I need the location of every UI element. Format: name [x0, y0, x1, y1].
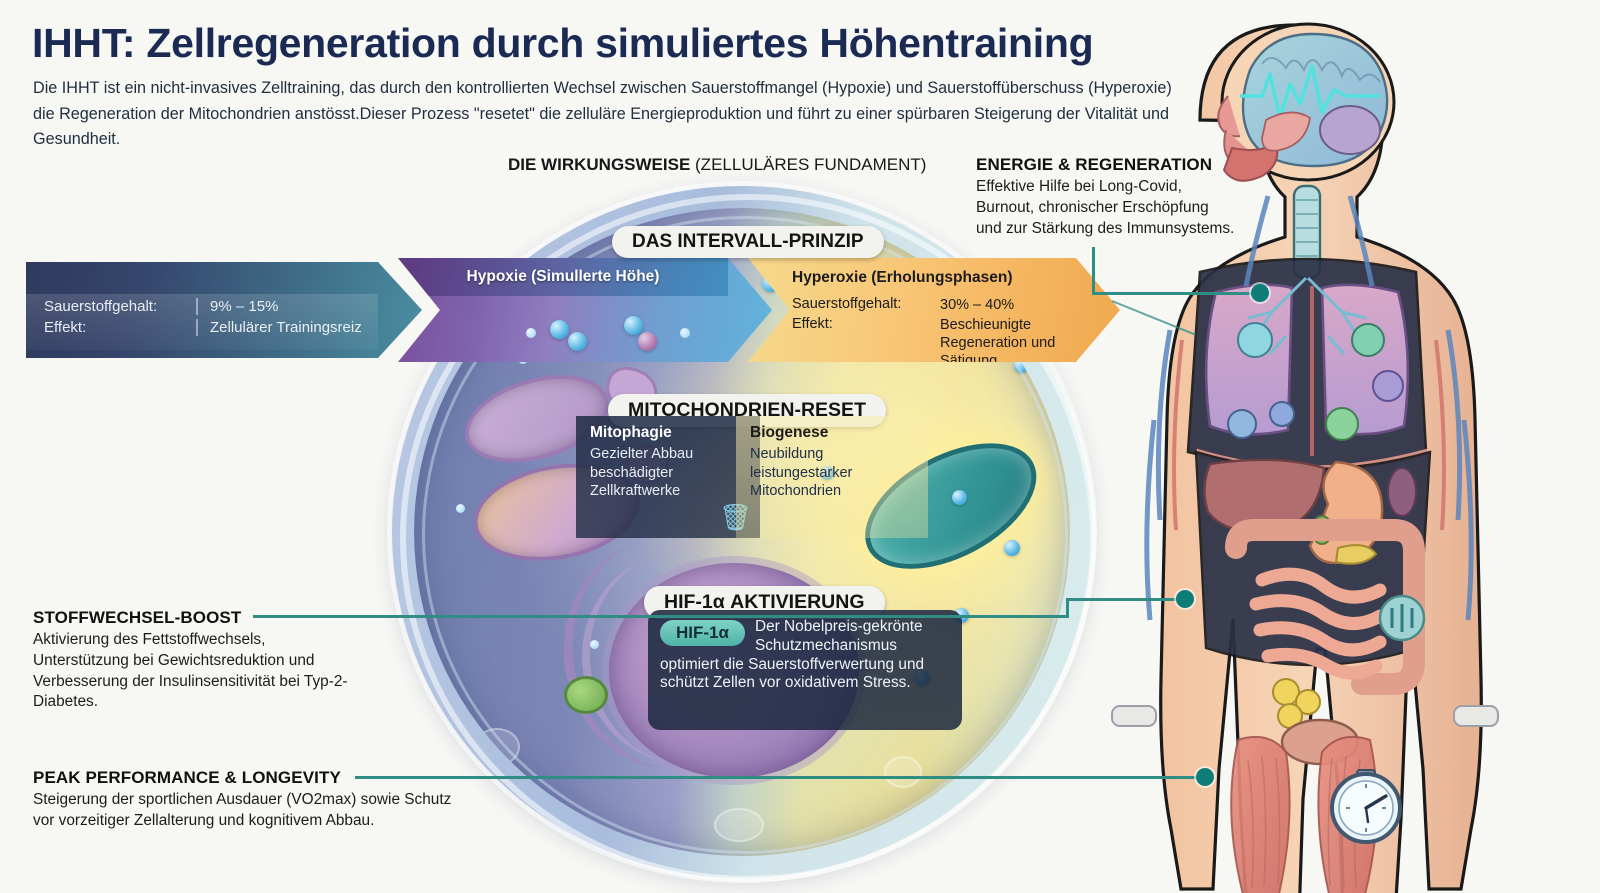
hypoxia-arrow-band: Hypoxie (Simullerte Höhe): [398, 258, 772, 362]
callout-heading: STOFFWECHSEL-BOOST: [33, 608, 242, 627]
oxygen-label: Sauerstoffgehalt:: [44, 298, 158, 315]
band-row: Sauerstoffgehalt: 30% – 40%: [792, 296, 1070, 314]
oxygen-molecule-icon: [624, 316, 643, 335]
effect-label: Effekt:: [44, 319, 87, 336]
hif-badge: HIF-1α: [660, 620, 745, 646]
oxygen-value: 30% – 40%: [940, 297, 1015, 313]
band-row: Sauerstoffgehalt: 9% – 15%: [44, 296, 366, 317]
hif-text: Der Nobelpreis-gekrönte Schutzmechanismu…: [660, 618, 925, 692]
brain-ecg-icon: [1240, 64, 1380, 120]
mitophagie-panel: Mitophagie Gezielter Abbau beschädigter …: [576, 416, 760, 538]
callout-body: Aktivierung des Fettstoffwechsels, Unter…: [33, 631, 348, 711]
connector-dot-energie: [1251, 284, 1269, 302]
human-anatomy-illustration: [1050, 0, 1600, 893]
oxygen-label: Sauerstoffgehalt:: [792, 296, 902, 312]
page-subtitle: Die IHHT ist ein nicht-invasives Zelltra…: [33, 79, 1172, 149]
effect-label: Effekt:: [792, 316, 833, 333]
oxygen-molecule-icon: [550, 320, 569, 339]
callout-heading: ENERGIE & REGENERATION: [976, 155, 1213, 174]
hif-panel: HIF-1α Der Nobelpreis-gekrönte Schutzmec…: [648, 610, 962, 730]
connector-line-energie: [1092, 247, 1095, 295]
section-heading-wirkungsweise: DIE WIRKUNGSWEISE (ZELLULÄRES FUNDAMENT): [508, 155, 926, 175]
band-row: Effekt: Zellulärer Trainingsreiz: [44, 317, 366, 338]
oxygen-molecule-icon: [680, 328, 690, 338]
effect-value: Zellulärer Trainingsreiz: [196, 319, 366, 336]
oxygen-molecule-icon: [638, 332, 657, 351]
page-title: IHHT: Zellregeneration durch simuliertes…: [32, 20, 1094, 66]
callout-peak-performance: PEAK PERFORMANCE & LONGEVITY Steigerung …: [33, 768, 463, 832]
hypoxia-data-band: Sauerstoffgehalt: 9% – 15% Effekt: Zellu…: [26, 262, 422, 358]
mitophagie-text: Gezielter Abbau beschädigter Zellkraftwe…: [590, 446, 694, 500]
fat-nodes-icon: [1272, 678, 1321, 729]
oxygen-molecule-icon: [568, 332, 587, 351]
callout-body: Effektive Hilfe bei Long-Covid, Burnout,…: [976, 178, 1235, 237]
oxygen-value: 9% – 15%: [196, 298, 366, 315]
connector-line-peak: [355, 776, 1205, 779]
connector-line-stoffwechsel: [1066, 598, 1184, 601]
immune-cell-icon: [1227, 322, 1404, 441]
hypoxia-label: Hypoxie (Simullerte Höhe): [466, 268, 660, 285]
connector-dot-peak: [1196, 768, 1214, 786]
callout-stoffwechsel-boost: STOFFWECHSEL-BOOST Aktivierung des Fetts…: [33, 608, 363, 713]
pill-intervall-prinzip: DAS INTERVALL-PRINZIP: [612, 226, 884, 258]
veins-icon: [1144, 195, 1474, 621]
colon-icon: [1225, 519, 1425, 695]
callout-heading: PEAK PERFORMANCE & LONGEVITY: [33, 768, 341, 787]
section-heading-normal: (ZELLULÄRES FUNDAMENT): [690, 155, 927, 174]
connector-line-energie: [1092, 292, 1260, 295]
hyperoxia-arrow-band: Hyperoxie (Erholungsphasen) Sauerstoffge…: [748, 258, 1120, 362]
section-heading-bold: DIE WIRKUNGSWEISE: [508, 155, 691, 174]
oxygen-molecule-icon: [526, 328, 536, 338]
hyperoxia-label: Hyperoxie (Erholungsphasen): [792, 269, 1013, 286]
callout-energie-regeneration: ENERGIE & REGENERATION Effektive Hilfe b…: [976, 155, 1236, 239]
connector-line-stoffwechsel: [1066, 600, 1069, 618]
connector-line-stoffwechsel: [253, 615, 1069, 618]
cell-membrane-ring: [400, 194, 1096, 882]
stopwatch-icon: [1330, 769, 1402, 844]
callout-body: Steigerung der sportlichen Ausdauer (VO2…: [33, 791, 452, 829]
biogenese-text: Neubildung leistungestarker Mitochondrie…: [750, 446, 853, 500]
mitophagie-heading: Mitophagie: [590, 424, 672, 441]
biogenese-panel: Biogenese Neubildung leistungestarker Mi…: [736, 416, 928, 538]
human-figure-svg: [1111, 22, 1499, 893]
biogenese-heading: Biogenese: [750, 424, 829, 441]
arteries-icon: [1172, 286, 1446, 531]
cell-membrane-inner-ring: [422, 216, 1068, 854]
connector-dot-stoffwechsel: [1176, 590, 1194, 608]
